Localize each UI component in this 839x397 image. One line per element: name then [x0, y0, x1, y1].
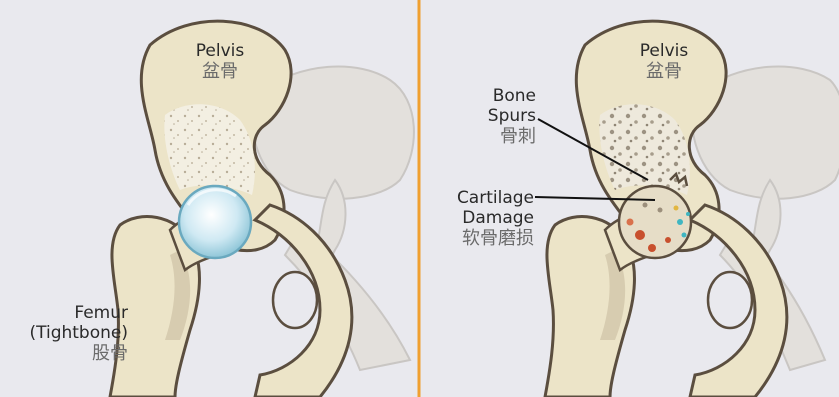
cartilage-damage-en-line2: Damage [420, 208, 534, 228]
femur-label: Femur (Tightbone) 股骨 [4, 303, 128, 365]
left-pelvis-label: Pelvis 盆骨 [182, 41, 258, 83]
cartilage-damage-label: Cartilage Damage 软骨磨损 [420, 188, 534, 250]
cartilage-damage-zh: 软骨磨损 [420, 228, 534, 250]
cartilage-damage-en-line1: Cartilage [420, 188, 534, 208]
bone-spurs-en-line2: Spurs [450, 106, 536, 126]
femur-zh: 股骨 [4, 343, 128, 365]
bone-spurs-label: Bone Spurs 骨刺 [450, 86, 536, 148]
left-pelvis-en: Pelvis [182, 41, 258, 61]
left-femoral-head-cartilage [179, 186, 251, 258]
right-obturator [708, 272, 752, 328]
bone-spurs-en-line1: Bone [450, 86, 536, 106]
right-pelvis-zh: 盆骨 [626, 61, 702, 83]
left-pelvis-zh: 盆骨 [182, 61, 258, 83]
femur-en-line2: (Tightbone) [4, 323, 128, 343]
left-hip-illustration [110, 21, 414, 397]
right-pelvis-label: Pelvis 盆骨 [626, 41, 702, 83]
right-pelvis-en: Pelvis [626, 41, 702, 61]
bone-spurs-zh: 骨刺 [450, 126, 536, 148]
left-obturator [273, 272, 317, 328]
femur-en-line1: Femur [4, 303, 128, 323]
